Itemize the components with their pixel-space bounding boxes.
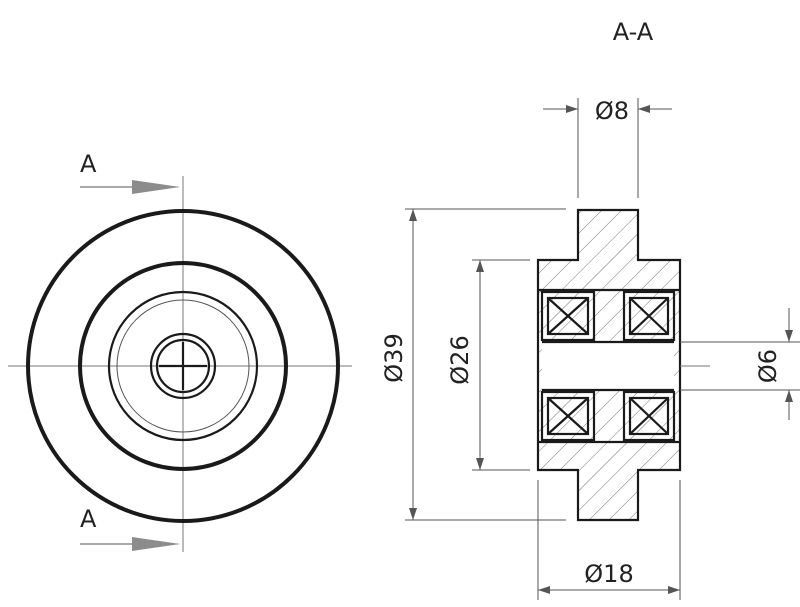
bearing-outer-circle bbox=[107, 290, 259, 442]
shaft-inner-circle bbox=[155, 338, 211, 394]
cut-arrow-top: A bbox=[80, 150, 180, 194]
bearing-top-right bbox=[622, 290, 676, 342]
bearing-bottom-left bbox=[540, 390, 596, 442]
wheel-inner-circle bbox=[78, 261, 288, 471]
dim-wheel-diameter-label: Ø39 bbox=[380, 333, 408, 382]
cut-arrow-bottom: A bbox=[80, 505, 180, 551]
dim-hub-width-label: Ø18 bbox=[584, 560, 633, 588]
wheel-outer-circle bbox=[26, 209, 340, 523]
dim-shaft-diameter: Ø6 bbox=[680, 308, 800, 420]
bearing-top-left bbox=[540, 290, 596, 342]
bearing-inner-circle bbox=[116, 299, 250, 433]
dim-wheel-diameter: Ø39 bbox=[380, 208, 566, 521]
dim-bearing-diameter: Ø26 bbox=[446, 259, 530, 471]
dim-bore-outer: Ø8 bbox=[543, 97, 672, 198]
dim-bearing-diameter-label: Ø26 bbox=[446, 335, 474, 384]
front-view: A A bbox=[8, 150, 352, 552]
dim-bore-outer-label: Ø8 bbox=[595, 97, 629, 125]
shaft-bore bbox=[542, 342, 674, 390]
cut-label-top: A bbox=[80, 150, 97, 178]
section-view: A-A bbox=[380, 18, 800, 600]
shaft-outer-circle bbox=[149, 332, 217, 400]
wheel-section-outline bbox=[536, 208, 682, 522]
bearing-bottom-right bbox=[622, 390, 676, 442]
cut-label-bottom: A bbox=[80, 505, 97, 533]
section-title: A-A bbox=[613, 18, 654, 46]
dim-shaft-diameter-label: Ø6 bbox=[754, 349, 782, 383]
dim-hub-width: Ø18 bbox=[537, 480, 681, 600]
